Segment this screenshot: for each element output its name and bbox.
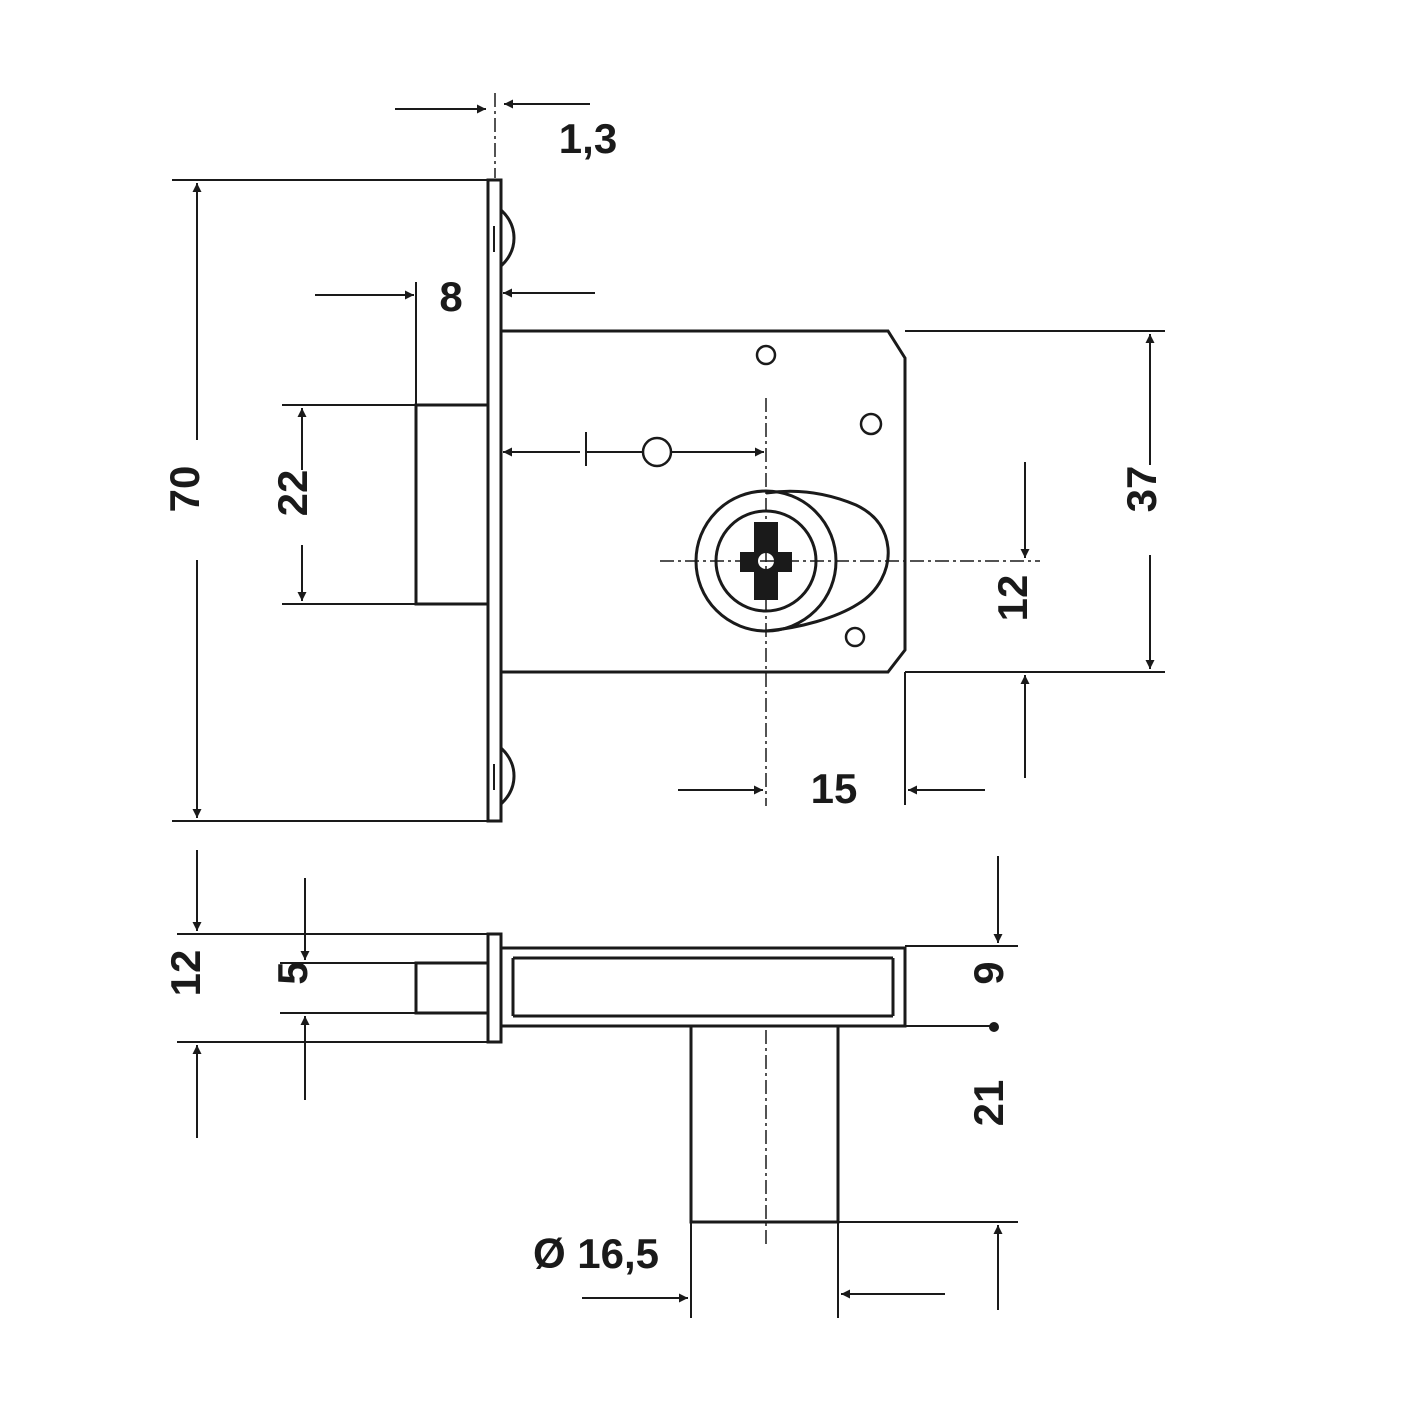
side-face-plate [486, 932, 503, 1044]
screw-bump-bottom [499, 746, 516, 806]
dim-dot [989, 1022, 999, 1032]
screw-bump-top [499, 208, 516, 268]
dim-cylinder-length: 21 [965, 1080, 1012, 1127]
front-view [414, 93, 1040, 823]
bolt [414, 403, 488, 606]
side-lock-case [499, 946, 907, 1028]
side-view-dimensions: 12 5 9 21 Ø 16,5 [162, 850, 1018, 1318]
side-bolt [414, 961, 490, 1015]
case-hole-right [859, 412, 883, 436]
case-hole-top [755, 344, 777, 366]
key-symbol-circle [641, 436, 673, 468]
lock-case [501, 329, 907, 674]
dim-bolt-height: 22 [269, 470, 316, 517]
side-cylinder [689, 1026, 840, 1224]
dim-case-height: 37 [1118, 466, 1165, 513]
dim-key-offset: 12 [989, 575, 1036, 622]
side-view [414, 932, 907, 1246]
dim-backset: 8 [439, 273, 462, 320]
case-hole-bottom [844, 626, 866, 648]
dim-case-depth: 9 [965, 961, 1012, 984]
dim-plate-depth: 12 [162, 950, 209, 997]
face-plate [486, 178, 503, 823]
front-view-dimensions: 1,3 70 8 22 37 12 15 [161, 99, 1165, 822]
dim-cylinder-diameter: Ø 16,5 [533, 1230, 659, 1277]
dim-cylinder-edge: 15 [811, 765, 858, 812]
dim-plate-thickness: 1,3 [559, 115, 617, 162]
dim-bolt-depth: 5 [269, 961, 316, 984]
cylinder-housing [765, 489, 890, 633]
dim-total-height: 70 [161, 466, 208, 513]
